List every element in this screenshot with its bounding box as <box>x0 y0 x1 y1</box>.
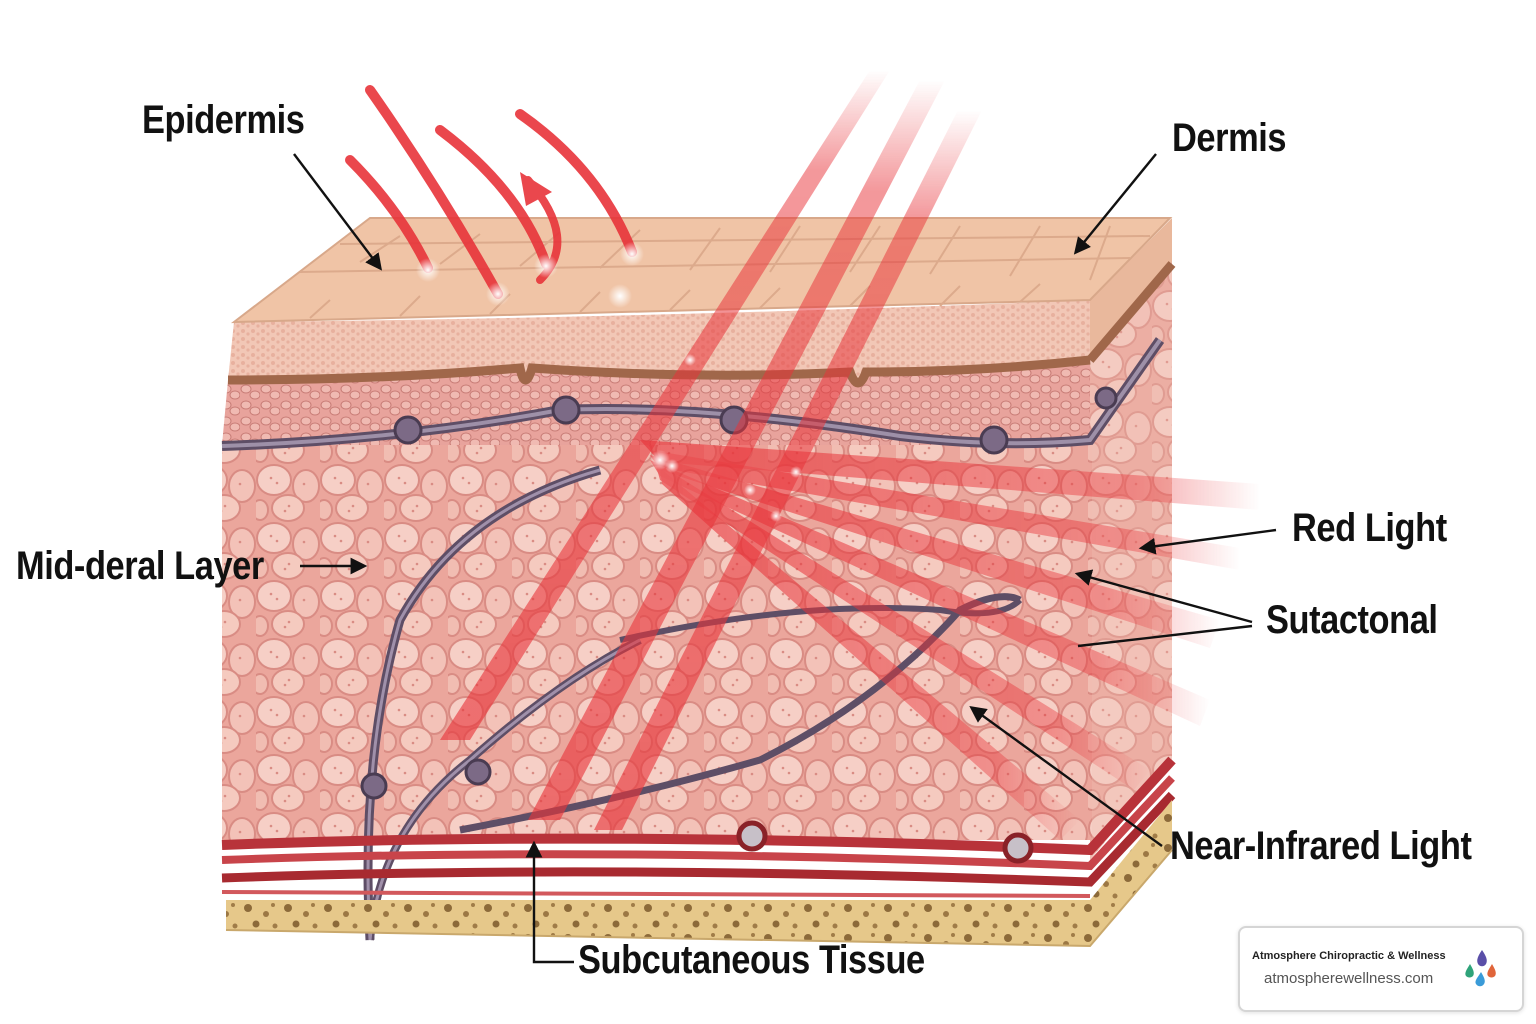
brand-name: Atmosphere Chiropractic & Wellness <box>1252 950 1446 962</box>
sutactonal-arrow-upper <box>1074 569 1253 624</box>
brand-url[interactable]: atmospherewellness.com <box>1264 970 1434 987</box>
blood-vessel-band <box>221 756 1176 898</box>
label-subcutaneous-tissue: Subcutaneous Tissue <box>578 938 925 982</box>
surface-glow-spots <box>416 242 644 308</box>
sutactonal-arrow-lower <box>1077 624 1253 648</box>
upper-dermis-layer <box>222 360 1090 445</box>
annotation-arrows <box>293 153 1277 964</box>
near-infrared-arrow <box>969 706 1163 847</box>
label-near-infrared-light: Near-Infrared Light <box>1170 824 1472 868</box>
label-mid-dermal-layer: Mid-deral Layer <box>16 544 264 588</box>
upper-nerve <box>221 337 1165 455</box>
subcutaneous-fat-layer <box>225 800 1173 948</box>
label-red-light: Red Light <box>1292 506 1447 550</box>
label-dermis: Dermis <box>1172 116 1287 160</box>
dermis-cell-layer <box>222 440 1092 840</box>
beam-scatter-glow <box>650 354 802 522</box>
dermis-arrow <box>1073 153 1157 255</box>
subcutaneous-arrow <box>525 840 574 964</box>
label-epidermis: Epidermis <box>142 98 305 142</box>
basement-membrane <box>227 261 1176 388</box>
epidermis-arrow <box>293 153 383 271</box>
droplets-logo-icon <box>1465 950 1496 987</box>
label-sutactonal: Sutactonal <box>1266 598 1438 642</box>
red-light-arrow <box>1138 528 1277 555</box>
red-light-beam-fan <box>640 440 1260 840</box>
brand-card[interactable]: Atmosphere Chiropractic & Wellness atmos… <box>1238 926 1524 1012</box>
